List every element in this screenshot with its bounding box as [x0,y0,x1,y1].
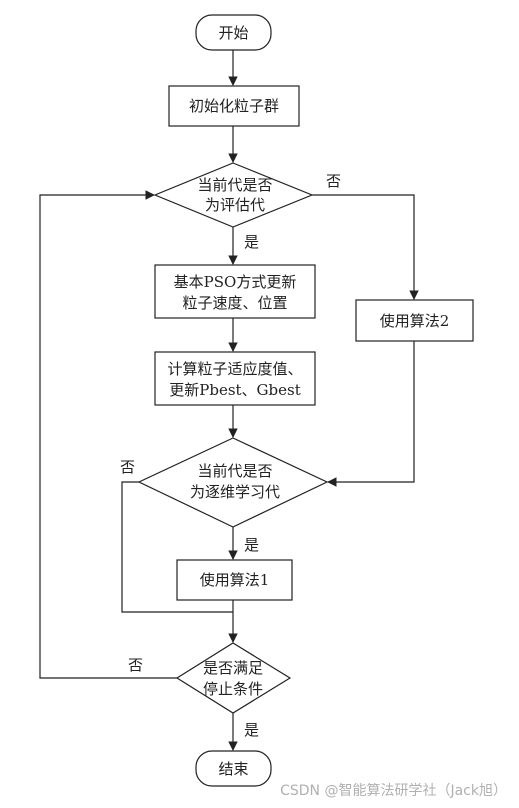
edge-eval-no-alg2 [312,194,419,300]
decision-learn-line2: 为逐维学习代 [190,483,280,501]
decision-eval-line2: 为评估代 [205,196,265,214]
edge-stop-no-loop [39,190,177,679]
calc-fitness-node: 计算粒子适应度值、 更新Pbest、Gbest [154,351,316,406]
label-stop-yes: 是 [244,721,259,739]
end-node: 结束 [195,750,272,787]
calc-fitness-line1: 计算粒子适应度值、 [167,360,302,378]
label-eval-no: 否 [326,172,341,190]
start-node: 开始 [195,14,272,51]
init-label: 初始化粒子群 [189,97,279,115]
label-eval-yes: 是 [244,233,259,251]
alg1-node: 使用算法1 [176,559,293,601]
decision-stop-line2: 停止条件 [203,680,263,698]
decision-stop-node: 是否满足 停止条件 [175,642,292,714]
label-learn-no: 否 [120,458,135,476]
alg2-label: 使用算法2 [380,312,450,330]
alg2-node: 使用算法2 [355,299,474,342]
start-label: 开始 [218,24,248,42]
decision-learn-node: 当前代是否 为逐维学习代 [137,437,329,528]
pso-update-node: 基本PSO方式更新 粒子速度、位置 [154,264,316,319]
edge-alg2-decision-learn [327,341,415,487]
calc-fitness-line2: 更新Pbest、Gbest [169,381,301,399]
edge-learn-no-bypass [121,481,233,613]
alg1-label: 使用算法1 [200,571,270,589]
end-label: 结束 [218,760,248,778]
init-node: 初始化粒子群 [168,85,300,127]
decision-stop-line1: 是否满足 [203,659,263,677]
pso-update-line2: 粒子速度、位置 [182,294,287,312]
decision-learn-line1: 当前代是否 [197,462,272,480]
decision-eval-line1: 当前代是否 [197,176,272,194]
label-stop-no: 否 [128,656,143,674]
decision-eval-node: 当前代是否 为评估代 [153,162,314,228]
watermark: CSDN @智能算法研学社（Jack旭） [280,783,507,799]
label-learn-yes: 是 [244,536,259,554]
pso-update-line1: 基本PSO方式更新 [174,273,297,291]
